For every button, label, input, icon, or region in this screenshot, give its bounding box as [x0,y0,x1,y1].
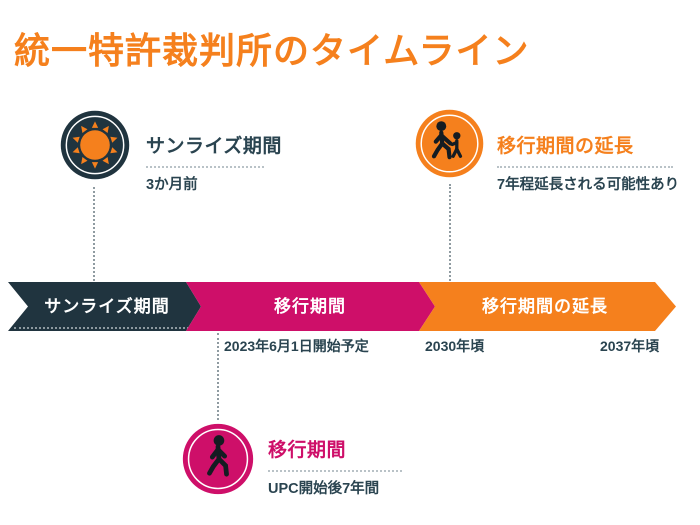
callout-transition-title: 移行期間 [268,440,347,461]
timeline-segment-extension: 移行期間の延長 [419,282,676,331]
page-title: 統一特許裁判所のタイムライン [14,30,530,71]
dotted-separator [146,166,264,168]
milestone-2037: 2037年頃 [600,338,660,354]
callout-sunrise: サンライズ期間 3か月前 [146,131,282,194]
dotted-separator [497,166,673,168]
dotted-separator [268,470,402,472]
timeline-segment-label: サンライズ期間 [44,297,170,316]
timeline-segment-transition: 移行期間 [186,282,435,331]
callout-transition: 移行期間 UPC開始後7年間 [268,435,402,498]
segment-dotted-line [14,327,189,329]
callout-extension-subtitle: 7年程延長される可能性あり [497,177,680,193]
timeline-segment-sunrise: サンライズ期間 [8,282,201,331]
callout-sunrise-subtitle: 3か月前 [146,177,198,193]
callout-extension-title: 移行期間の延長 [497,136,634,157]
milestone-2023: 2023年6月1日開始予定 [224,338,369,354]
timeline-segment-label: 移行期間 [274,297,346,316]
milestone-2030: 2030年頃 [425,338,485,354]
timeline-segment-label: 移行期間の延長 [482,297,608,316]
connector-dotted-line [449,184,451,281]
callout-transition-subtitle: UPC開始後7年間 [268,481,380,497]
sun-icon [58,108,132,182]
timeline-bar: サンライズ期間 移行期間 移行期間の延長 [8,282,676,331]
callout-sunrise-title: サンライズ期間 [146,136,282,157]
connector-dotted-line [93,187,95,281]
callout-extension: 移行期間の延長 7年程延長される可能性あり [497,131,679,194]
adult-child-walking-icon [413,107,486,180]
connector-dotted-line [217,333,219,420]
person-walking-icon [180,421,256,497]
